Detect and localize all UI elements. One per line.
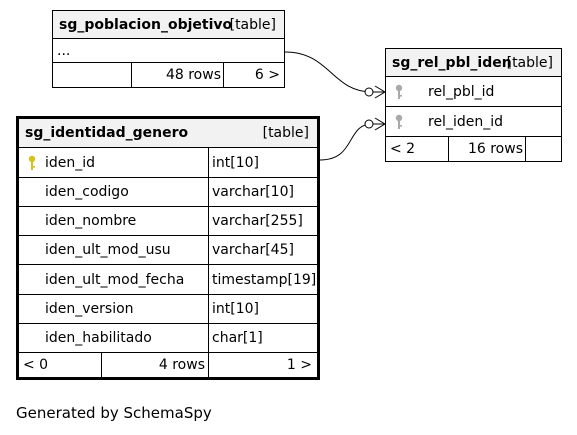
- table-footer: < 2 16 rows: [386, 137, 561, 161]
- ellipsis-text: ...: [57, 42, 71, 59]
- column-name: iden_ult_mod_fecha: [45, 271, 185, 288]
- table-kind: [table]: [262, 125, 309, 141]
- column-type: char[1]: [212, 330, 263, 346]
- column-name: iden_codigo: [45, 184, 129, 200]
- column-name: iden_ult_mod_usu: [45, 242, 171, 258]
- table-sg-rel-pbl-iden[interactable]: sg_rel_pbl_iden [table] rel_pbl_id rel_i…: [385, 48, 562, 162]
- column-row[interactable]: iden_version int[10]: [19, 295, 317, 324]
- table-footer: < 0 4 rows 1 >: [19, 353, 317, 377]
- column-name: iden_nombre: [45, 213, 137, 229]
- column-type: varchar[45]: [212, 242, 294, 258]
- column-row: ...: [53, 39, 284, 63]
- column-row[interactable]: iden_nombre varchar[255]: [19, 207, 317, 236]
- table-sg-poblacion-objetivo[interactable]: sg_poblacion_objetivo [table] ... 48 row…: [52, 10, 285, 88]
- table-header: sg_poblacion_objetivo [table]: [53, 11, 284, 39]
- column-row[interactable]: iden_habilitado char[1]: [19, 324, 317, 353]
- optional-marker-rel-pbl: [364, 87, 374, 97]
- children-link[interactable]: 1 >: [286, 357, 312, 373]
- table-name[interactable]: sg_poblacion_objetivo: [59, 16, 233, 33]
- table-header: sg_rel_pbl_iden [table]: [386, 49, 561, 77]
- table-name[interactable]: sg_identidad_genero: [25, 125, 189, 141]
- column-row[interactable]: iden_codigo varchar[10]: [19, 178, 317, 207]
- column-type: varchar[255]: [212, 213, 303, 229]
- column-row[interactable]: iden_id int[10]: [19, 148, 317, 178]
- crowsfoot-rel-pbl: [374, 85, 386, 99]
- foreign-key-icon: [394, 107, 404, 136]
- column-name: iden_version: [45, 301, 134, 317]
- table-header: sg_identidad_genero [table]: [19, 119, 317, 148]
- column-name: rel_iden_id: [428, 113, 503, 130]
- table-footer: 48 rows 6 >: [53, 63, 284, 87]
- link-poblacion-to-rel: [284, 51, 385, 93]
- column-row[interactable]: rel_pbl_id: [386, 77, 561, 107]
- column-type: int[10]: [212, 154, 259, 171]
- table-name[interactable]: sg_rel_pbl_iden: [392, 54, 512, 71]
- rows-count: 4 rows: [158, 357, 205, 373]
- column-row[interactable]: iden_ult_mod_fecha timestamp[19]: [19, 265, 317, 295]
- foreign-key-icon: [394, 77, 404, 106]
- parents-link[interactable]: < 2: [390, 141, 416, 157]
- rows-count: 16 rows: [467, 141, 523, 157]
- column-row[interactable]: iden_ult_mod_usu varchar[45]: [19, 236, 317, 265]
- column-type: int[10]: [212, 301, 259, 317]
- column-row[interactable]: rel_iden_id: [386, 107, 561, 137]
- primary-key-icon: [27, 148, 37, 177]
- crowsfoot-rel-iden: [374, 117, 386, 131]
- table-sg-identidad-genero[interactable]: sg_identidad_genero [table] iden_id int[…: [16, 116, 320, 380]
- column-name: rel_pbl_id: [428, 83, 495, 100]
- column-type: timestamp[19]: [212, 271, 317, 288]
- table-kind: [table]: [506, 54, 553, 71]
- parents-link[interactable]: < 0: [23, 357, 49, 373]
- column-type: varchar[10]: [212, 184, 294, 200]
- column-name: iden_habilitado: [45, 330, 152, 346]
- generated-by-text: Generated by SchemaSpy: [16, 404, 212, 422]
- rows-count: 48 rows: [165, 67, 221, 83]
- optional-marker-rel-iden: [364, 119, 374, 129]
- table-kind: [table]: [229, 16, 276, 33]
- children-link[interactable]: 6 >: [254, 67, 280, 83]
- column-name: iden_id: [45, 154, 96, 171]
